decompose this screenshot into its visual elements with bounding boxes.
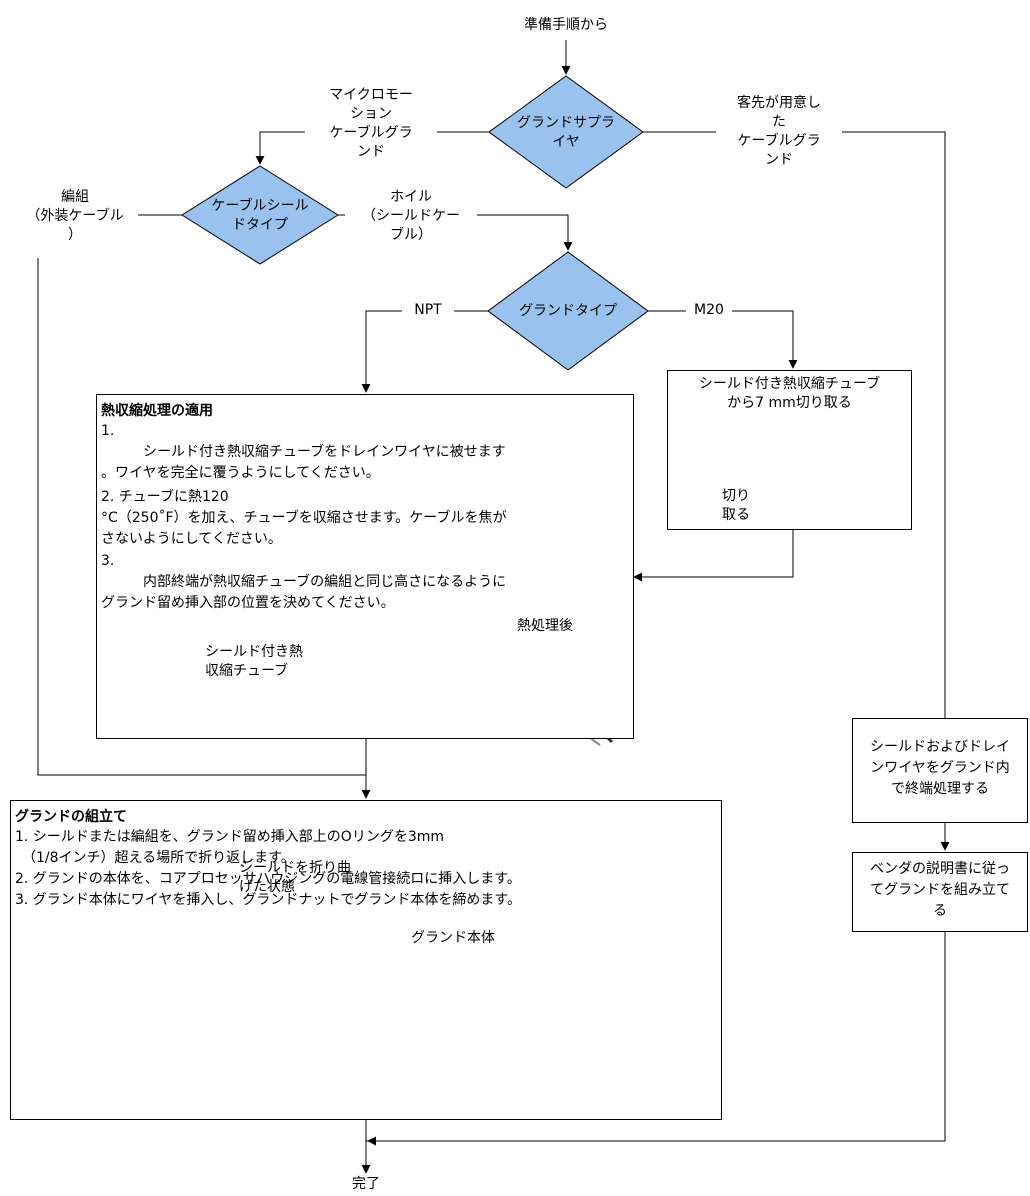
decision-gland-supplier [488, 75, 644, 189]
branch-braid: 編組 （外装ケーブル ） [26, 189, 124, 243]
heat-step-3: 3. 内部終端が熱収縮チューブの編組と同じ高さになるように グランド留め挿入部の… [101, 553, 507, 611]
branch-npt: NPT [402, 301, 454, 320]
edge-braid-down [37, 258, 366, 776]
heat-shrink-box: 熱収縮処理の適用 1. シールド付き熱収縮チューブをドレインワイヤに被せます 。… [96, 394, 634, 739]
decision-cable-shield-type [181, 165, 339, 265]
start-label: 準備手順から [524, 17, 608, 33]
edge-cut-to-heat [633, 530, 794, 582]
callout-shrink-tube: シールド付き熱 収縮チューブ [205, 644, 303, 679]
cut-label: 切り 取る [722, 488, 750, 523]
branch-customer: 客先が用意し た ケーブルグラ ンド [716, 94, 842, 170]
edge-vendor-to-end [366, 932, 946, 1142]
cut-tube-box: シールド付き熱収縮チューブ から7 mm切り取る 切り 取る [667, 370, 912, 530]
assembly-step-1: 1. シールドまたは編組を、グランド留め挿入部上のOリングを3mm （1/8イン… [15, 829, 445, 866]
callout-folded-shield: シールドを折り曲 げた状態 [239, 860, 351, 895]
branch-micromotion: マイクロモー ション ケーブルグラ ンド [305, 86, 437, 162]
decision-gland-supplier-label: グランドサプラ イヤ [517, 115, 615, 150]
decision-cable-shield-type-label: ケーブルシール ドタイプ [211, 198, 309, 233]
callout-gland-body: グランド本体 [411, 930, 495, 946]
edge-npt [361, 310, 488, 393]
terminate-box: シールドおよびドレイ ンワイヤをグランド内 で終端処理する [852, 718, 1028, 823]
branch-foil: ホイル （シールドケー ブル） [345, 188, 477, 245]
end-label: 完了 [352, 1176, 380, 1192]
gland-assembly-box: グランドの組立て 1. シールドまたは編組を、グランド留め挿入部上のOリングを3… [10, 800, 722, 1120]
heat-step-2: 2. チューブに熱120 °C（250˚F）を加え、チューブを収縮させます。ケー… [101, 489, 507, 547]
assembly-step-2: 2. グランドの本体を、コアプロセッサハウジングの電線管接続ロに挿入します。 [15, 871, 521, 887]
branch-m20: M20 [686, 301, 732, 320]
decision-gland-type [487, 251, 649, 371]
vendor-box: ベンダの説明書に従っ てグランドを組み立て る [852, 852, 1028, 932]
heat-shrink-title: 熱収縮処理の適用 [101, 403, 213, 419]
gland-assembly-title: グランドの組立て [15, 809, 127, 825]
decision-gland-type-label: グランドタイプ [519, 303, 617, 319]
heat-step-1: 1. シールド付き熱収縮チューブをドレインワイヤに被せます 。ワイヤを完全に覆う… [101, 423, 506, 481]
cut-tube-title: シールド付き熱収縮チューブ から7 mm切り取る [698, 376, 881, 411]
assembly-step-3: 3. グランド本体にワイヤを挿入し、グランドナットでグランド本体を締めます。 [15, 892, 521, 908]
callout-after-heat: 熱処理後 [517, 618, 573, 634]
